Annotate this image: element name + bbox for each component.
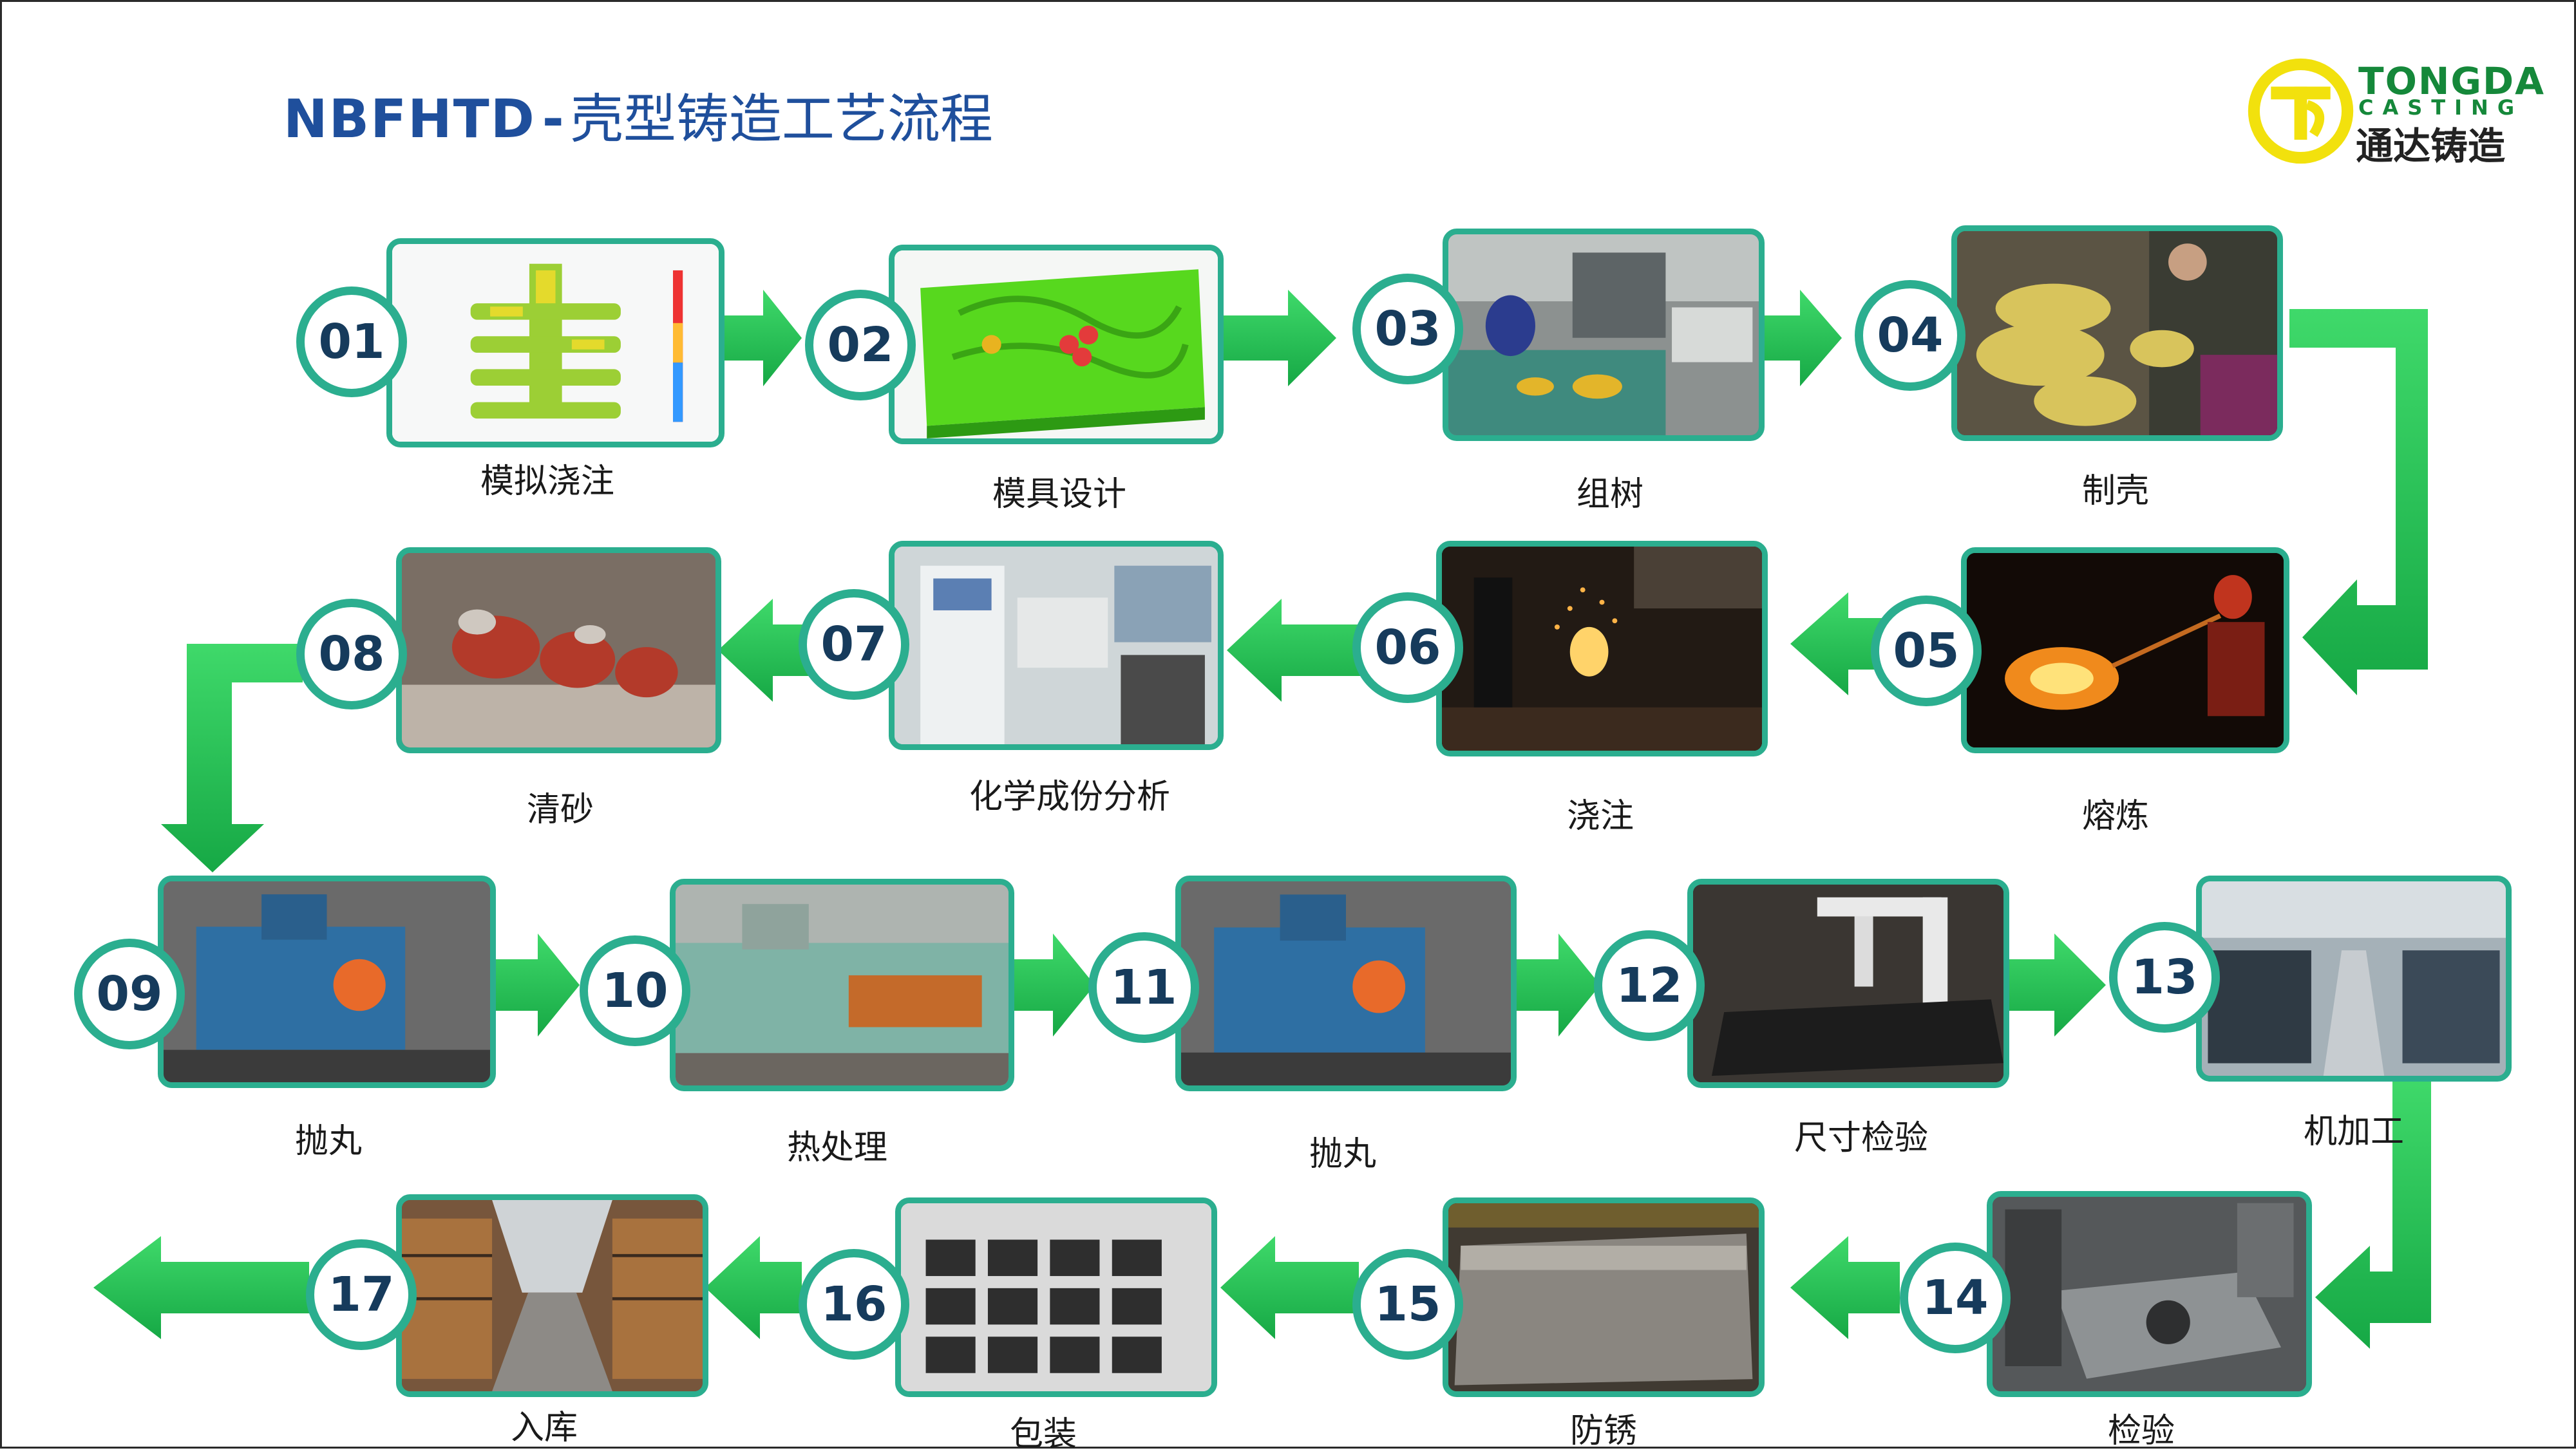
step-label: 清砂 [526,791,594,829]
step-number-badge: 03 [1352,274,1463,384]
title-text: 壳型铸造工艺流程 [570,89,993,150]
inspection-image [1993,1197,2306,1391]
step-label: 模拟浇注 [480,462,614,501]
step-number-badge: 17 [306,1239,417,1350]
arrow-03-04 [1765,290,1842,386]
step-photo-dimension-inspection [1687,879,2009,1088]
step-label: 热处理 [786,1129,887,1167]
arrow-12-13 [2009,934,2106,1037]
arrow-14-15 [1790,1236,1900,1339]
step-number-badge: 04 [1855,280,1965,391]
arrow-02-03 [1217,290,1336,386]
pouring-image [1442,547,1762,751]
logo-text-en: TONGDA [2358,59,2546,103]
step-label: 包装 [1009,1415,1077,1454]
heat-treatment-image [676,885,1009,1085]
mold-design-image [895,250,1218,438]
step-photo-melting [1961,547,2289,753]
step-label: 检验 [2107,1412,2175,1450]
step-label: 组树 [1576,475,1643,514]
simulation-image [392,244,719,442]
step-photo-shell-making [1951,225,2283,441]
chemical-analysis-image [895,547,1218,744]
logo-text-zh: 通达铸造 [2356,124,2506,168]
dimension-inspection-image [1693,885,2003,1082]
step-photo-heat-treatment [670,879,1014,1091]
logo-subtext-en: CASTING [2358,95,2524,120]
arrow-15-16 [1220,1236,1359,1339]
anti-rust-image [1448,1203,1759,1391]
arrow-11-12 [1517,934,1600,1037]
step-label: 尺寸检验 [1794,1119,1928,1158]
step-number-badge: 01 [296,286,407,397]
arrow-07-08 [718,599,824,702]
step-number-badge: 07 [799,589,909,700]
step-photo-warehousing [396,1194,708,1397]
arrow-17-out [93,1236,309,1339]
shell-making-image [1957,231,2277,435]
title-separator: - [542,89,564,150]
step-label: 防锈 [1569,1412,1637,1450]
step-label: 模具设计 [992,475,1126,514]
step-number-badge: 15 [1352,1249,1463,1360]
page-title: NBFHTD-壳型铸造工艺流程 [283,76,993,153]
arrow-08-09 [161,644,303,872]
step-photo-mold-design [889,245,1224,444]
step-number-badge: 02 [805,290,916,400]
step-photo-shot-blasting [158,876,496,1088]
company-logo: TONGDA CASTING 通达铸造 [2248,52,2544,168]
step-label: 制壳 [2081,472,2149,511]
logo-mark-icon [2248,58,2354,164]
step-label: 抛丸 [294,1122,362,1161]
step-photo-chemical-analysis [889,541,1224,750]
step-label: 抛丸 [1309,1135,1376,1174]
step-photo-pouring [1436,541,1768,756]
step-label: 化学成份分析 [969,778,1171,816]
step-photo-shot-blasting-2 [1175,876,1517,1091]
step-photo-machining [2196,876,2512,1082]
step-number-badge: 12 [1594,930,1705,1041]
step-photo-anti-rust [1443,1197,1765,1397]
step-number-badge: 10 [580,935,690,1046]
step-number-badge: 05 [1871,596,1982,706]
assembly-image [1448,234,1759,435]
step-photo-inspection [1987,1191,2312,1397]
warehousing-image [402,1200,703,1391]
arrow-01-02 [721,290,802,386]
title-brand: NBFHTD [283,89,536,150]
arrow-16-17 [705,1236,802,1339]
step-number-badge: 08 [296,599,407,709]
step-label: 浇注 [1566,797,1634,836]
arrow-10-11 [1008,934,1095,1037]
step-number-badge: 06 [1352,592,1463,703]
packaging-image [901,1203,1211,1391]
arrow-04-05 [2289,309,2428,695]
arrow-09-10 [496,934,580,1037]
arrow-06-07 [1227,599,1378,702]
step-photo-packaging [895,1197,1217,1397]
step-number-badge: 14 [1900,1243,2011,1353]
step-photo-sand-cleaning [396,547,721,753]
melting-image [1967,553,2284,747]
step-number-badge: 16 [799,1249,909,1360]
step-number-badge: 11 [1088,932,1199,1043]
shot-blasting-2-image [1181,881,1511,1085]
step-label: 熔炼 [2081,797,2149,836]
step-number-badge: 09 [74,939,185,1049]
arrow-05-06 [1790,592,1893,695]
step-number-badge: 13 [2109,922,2220,1033]
shot-blasting-image [164,881,490,1082]
step-photo-simulation [386,238,724,447]
step-label: 机加工 [2303,1112,2404,1151]
arrow-13-14 [2315,1078,2431,1349]
step-label: 入库 [510,1409,578,1447]
sand-cleaning-image [402,553,715,747]
step-photo-assembly [1443,229,1765,441]
machining-image [2202,881,2506,1076]
